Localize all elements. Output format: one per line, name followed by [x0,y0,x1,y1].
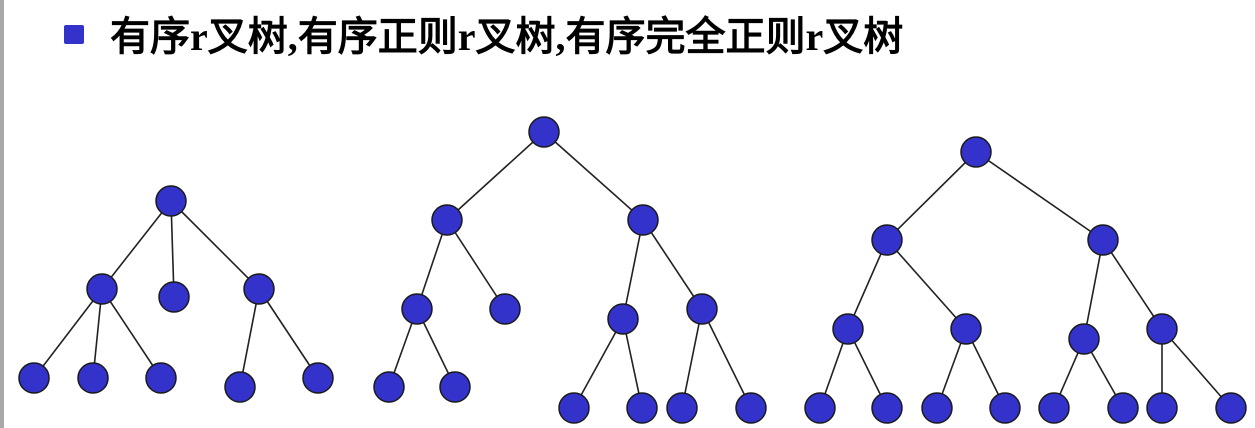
tree-node [921,392,953,424]
tree-node [950,313,982,345]
tree-edge [1102,239,1163,330]
tree-node [626,392,658,424]
slide-left-border [0,0,4,428]
tree-node [1215,392,1247,424]
tree-node [832,313,864,345]
tree-node [158,281,190,313]
slide-title: 有序r叉树,有序正则r叉树,有序完全正则r叉树 [110,14,904,59]
tree-edge [642,219,703,310]
tree-node [735,392,767,424]
tree-node [224,371,256,403]
tree-edge [573,318,624,409]
tree-node [871,224,903,256]
tree-node [77,362,109,394]
tree-edge [622,219,644,320]
tree-edge [170,200,175,298]
tree-edge [701,308,752,409]
tree-node [431,204,463,236]
tree-edge [33,288,103,379]
tree-node [989,392,1021,424]
tree-node [1107,392,1139,424]
tree-edge [1083,239,1104,340]
tree-ordered-r-ary [18,185,334,403]
tree-root-node [528,116,560,148]
tree-edge [543,131,644,221]
tree-node [871,392,903,424]
tree-node [439,371,471,403]
tree-edge [101,288,162,379]
tree-node [302,362,334,394]
tree-node [401,293,433,325]
tree-node [489,293,521,325]
bullet-square-icon [64,24,84,44]
tree-node [145,362,177,394]
tree-edge [1161,328,1232,409]
tree-node [86,273,118,305]
title-row: 有序r叉树,有序正则r叉树,有序完全正则r叉树 [64,8,903,59]
tree-node [627,204,659,236]
tree-edge [886,151,977,241]
tree-node [686,293,718,325]
tree-node [1038,392,1070,424]
tree-ordered-regular-r-ary [373,116,767,424]
tree-node [18,362,50,394]
tree-edge [847,239,888,330]
tree-edge [446,219,506,310]
tree-node [1146,392,1178,424]
tree-edge [170,200,260,290]
tree-edge [681,308,703,409]
tree-node [1146,313,1178,345]
tree-node [558,392,590,424]
tree-node [666,392,698,424]
tree-node [607,303,639,335]
tree-node [243,273,275,305]
tree-node [373,371,405,403]
tree-ordered-complete-regular-r-ary [804,136,1247,424]
tree-node [1087,224,1119,256]
tree-edge [446,131,545,221]
tree-root-node [960,136,992,168]
tree-edge [975,151,1104,241]
tree-root-node [155,185,187,217]
tree-node [804,392,836,424]
tree-node [1068,323,1100,355]
tree-edge [258,288,319,379]
tree-edge [886,239,967,330]
tree-edge [101,200,172,290]
tree-edge [239,288,260,388]
